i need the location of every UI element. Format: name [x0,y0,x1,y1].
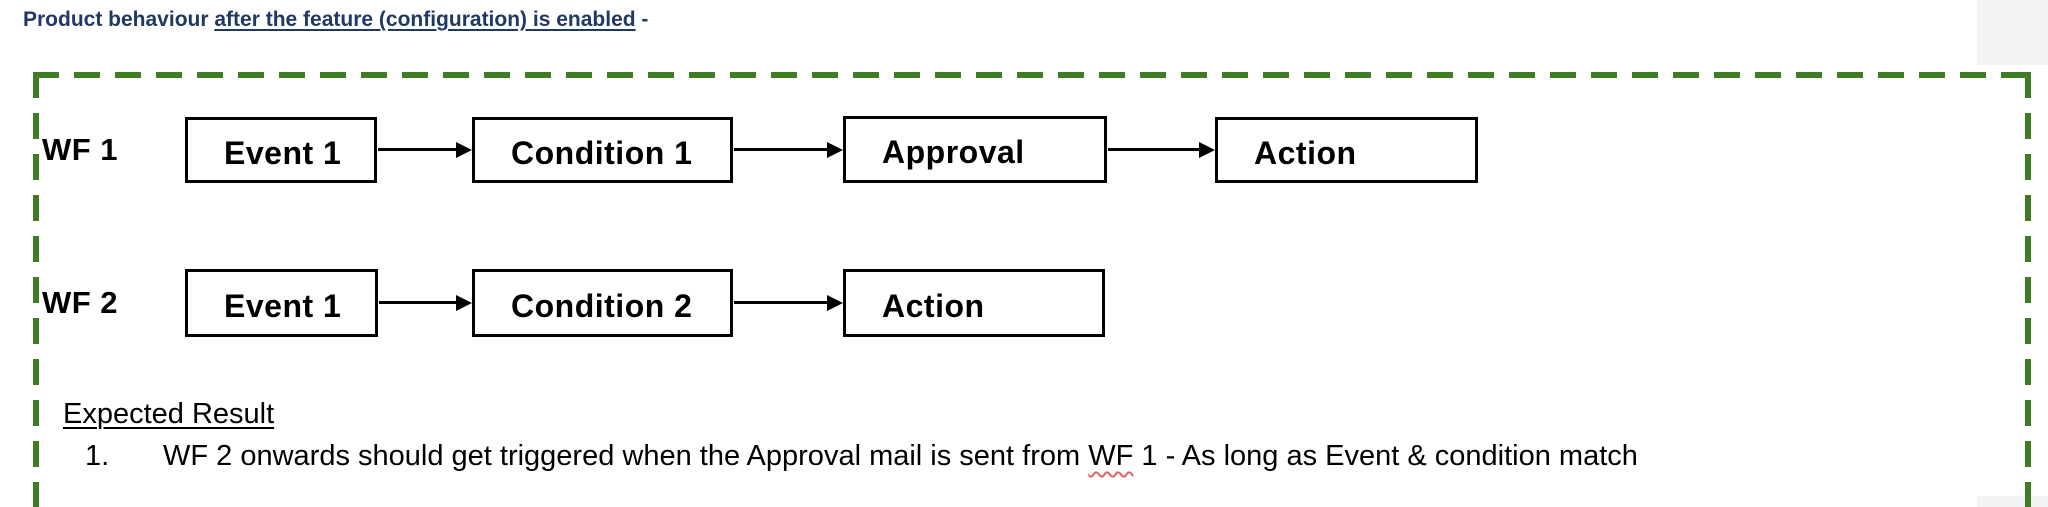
wf2-step-action-box: Action [843,269,1105,337]
expected-result-title: Expected Result [63,398,275,430]
arrow-connector [378,141,472,158]
dashed-border-right [2025,72,2031,507]
wf1-step-condition1-box: Condition 1 [472,117,733,183]
arrow-connector [379,294,472,311]
spellcheck-underline: WF [1088,440,1134,472]
list-item-number: 1. [85,440,110,472]
list-item-text-after: 1 - As long as Event & condition match [1133,440,1638,472]
wf1-step-approval-box: Approval [843,116,1107,183]
wf1-step-action-box: Action [1215,117,1478,183]
arrow-connector [734,294,843,311]
dashed-border-left [33,72,39,507]
heading-suffix: - [635,8,649,31]
viewport-corner-top-right [1977,0,2048,65]
wf1-label: WF 1 [42,132,119,167]
expected-result-item-1: 1. WF 2 onwards should get triggered when… [85,440,1638,473]
wf1-step-event1-box: Event 1 [185,117,377,183]
arrow-connector [734,141,843,158]
heading-prefix: Product behaviour [23,8,215,31]
wf2-label: WF 2 [42,285,119,320]
section-heading: Product behaviour after the feature (con… [23,8,648,32]
wf2-step-condition2-box: Condition 2 [472,269,733,337]
arrow-connector [1108,141,1215,158]
heading-underlined-phrase: after the feature (configuration) is ena… [214,8,636,31]
wf2-step-event1-box: Event 1 [185,269,378,337]
dashed-border-top [33,72,2031,78]
list-item-text-before: WF 2 onwards should get triggered when t… [163,440,1089,472]
viewport-corner-bottom-right [1977,496,2048,507]
